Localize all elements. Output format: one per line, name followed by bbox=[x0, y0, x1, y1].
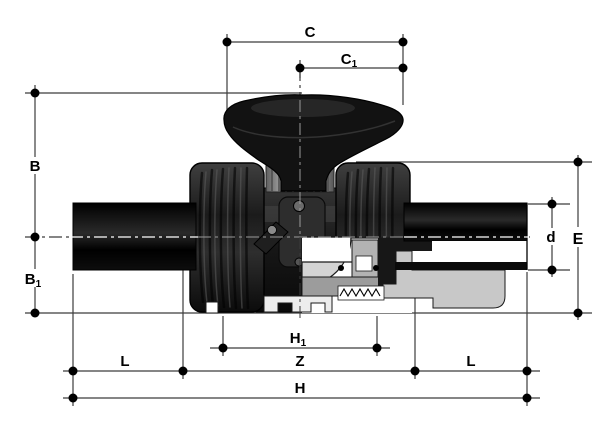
dot bbox=[222, 37, 232, 47]
dot bbox=[410, 366, 420, 376]
valve-handle bbox=[223, 94, 404, 192]
dot bbox=[522, 393, 532, 403]
label-mask-b bbox=[25, 157, 45, 174]
tab-hole bbox=[293, 200, 305, 212]
left-union-notch bbox=[205, 301, 219, 314]
dimension-label-h1: H1 bbox=[290, 330, 307, 349]
dimension-label-c: C bbox=[305, 24, 316, 41]
valve-assembly bbox=[70, 94, 528, 322]
cutaway-section bbox=[263, 236, 506, 313]
dot bbox=[398, 63, 408, 73]
right-pipe-top bbox=[403, 202, 528, 242]
dot bbox=[178, 366, 188, 376]
o-ring bbox=[338, 265, 344, 271]
dot bbox=[372, 343, 382, 353]
dimension-label-l-left: L bbox=[120, 353, 129, 370]
dimension-label-d: d bbox=[546, 229, 555, 246]
right-pipe-bore bbox=[432, 241, 527, 262]
dimension-label-c1: C1 bbox=[341, 51, 358, 70]
label-mask-e bbox=[566, 227, 590, 247]
pipes bbox=[72, 202, 528, 271]
label-mask-d bbox=[542, 228, 561, 245]
dimension-labels: C C1 B B1 d E H1 L Z L H bbox=[19, 24, 590, 397]
thread-zigzag bbox=[339, 287, 381, 298]
dot bbox=[573, 157, 583, 167]
dimension-label-b: B bbox=[30, 158, 41, 175]
dot bbox=[68, 366, 78, 376]
o-ring bbox=[373, 265, 379, 271]
dot bbox=[218, 343, 228, 353]
dimension-label-z: Z bbox=[295, 353, 304, 370]
dimension-label-b1: B1 bbox=[25, 271, 42, 290]
dot bbox=[68, 393, 78, 403]
dimension-label-e: E bbox=[573, 231, 584, 248]
thread-strip bbox=[337, 285, 385, 301]
dot bbox=[30, 308, 40, 318]
dot bbox=[30, 88, 40, 98]
base-blocks bbox=[263, 295, 333, 313]
dot bbox=[547, 265, 557, 275]
seat-insert bbox=[355, 255, 373, 272]
handle-dome-highlight bbox=[251, 99, 355, 117]
end-connector-dark bbox=[378, 238, 432, 289]
tab-lever-knob bbox=[267, 225, 277, 235]
dimension-label-l-right: L bbox=[466, 353, 475, 370]
end-connector-light bbox=[382, 250, 506, 309]
dimension-label-h: H bbox=[295, 380, 306, 397]
centerline-overlays bbox=[70, 100, 528, 322]
dot bbox=[522, 366, 532, 376]
dot bbox=[30, 232, 40, 242]
left-union-nut bbox=[189, 162, 265, 314]
ball-bore bbox=[302, 238, 350, 262]
handle-seam bbox=[232, 120, 396, 139]
dot bbox=[573, 308, 583, 318]
dimension-dots bbox=[30, 37, 583, 403]
dot bbox=[295, 63, 305, 73]
dot bbox=[547, 199, 557, 209]
right-pipe-bottom-wall bbox=[395, 262, 527, 270]
dot bbox=[398, 37, 408, 47]
label-mask-b1 bbox=[19, 269, 51, 287]
